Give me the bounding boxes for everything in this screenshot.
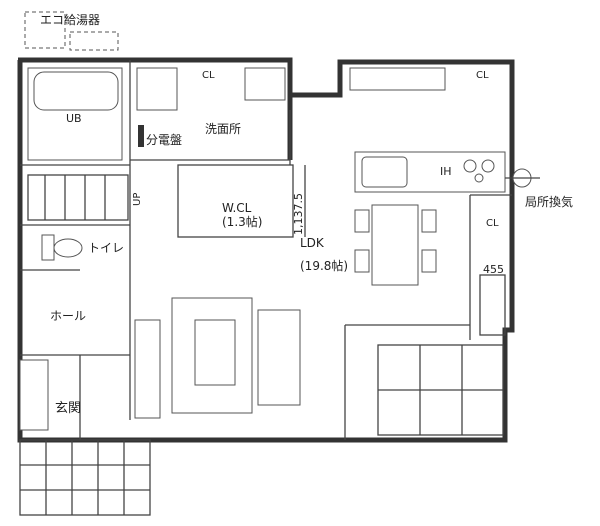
toilet-bowl	[53, 238, 83, 258]
wcl-label: W.CL	[222, 201, 252, 215]
closet-label-3: CL	[476, 70, 489, 81]
hall-label: ホール	[50, 309, 86, 323]
interior-walls	[20, 60, 512, 440]
distribution-board	[138, 125, 144, 147]
toilet-tank	[41, 234, 55, 261]
closet-label-2: CL	[486, 218, 499, 229]
ldk-label: LDK	[300, 236, 325, 250]
sofa	[257, 309, 301, 406]
wcl-size-label: (1.3帖)	[222, 214, 262, 229]
coffee-table	[194, 319, 236, 386]
ldk-size-label: (19.8帖)	[300, 258, 348, 273]
local-ventilation-label: 局所換気	[525, 194, 573, 209]
toilet-label: トイレ	[88, 241, 124, 255]
eco-water-heater-outline	[24, 11, 66, 49]
ih-label: IH	[440, 165, 452, 178]
dimension-label: 1,137.5	[292, 193, 305, 235]
tatami-room	[377, 344, 504, 436]
eco-water-heater-unit	[69, 31, 119, 51]
kitchen-back-counter	[349, 67, 446, 91]
wash-basin	[136, 67, 178, 111]
dimension-455-label: 455	[483, 263, 504, 276]
entrance-label: 玄関	[55, 401, 81, 416]
distribution-board-label: 分電盤	[146, 133, 182, 147]
washroom-label: 洗面所	[205, 122, 241, 136]
washing-machine	[244, 67, 286, 101]
tv-board	[134, 319, 161, 419]
bathtub	[33, 71, 119, 111]
stairs	[27, 174, 129, 221]
eco-water-heater-label: エコ給湯器	[40, 13, 100, 27]
stairs-up-label: UP	[132, 193, 143, 206]
dining-table	[371, 204, 419, 286]
sink	[361, 156, 408, 188]
entrance-tiles	[19, 439, 151, 516]
shoe-cabinet	[19, 359, 49, 431]
unit-bath-label: UB	[66, 112, 82, 125]
closet-label-1: CL	[202, 70, 215, 81]
